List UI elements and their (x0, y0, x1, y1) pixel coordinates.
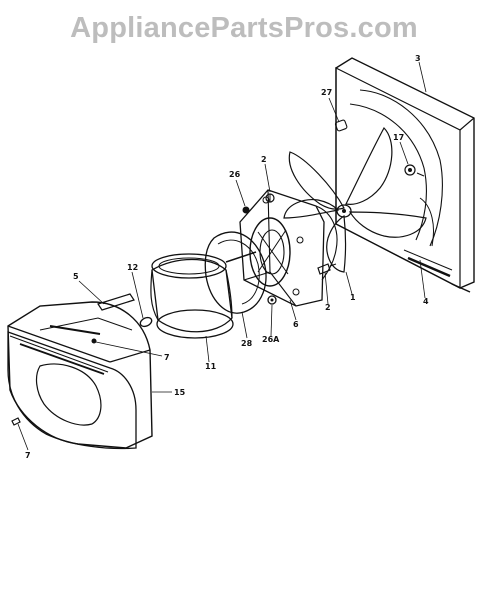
motor-screw-lower-part (317, 263, 337, 275)
callout-12: 12 (127, 263, 138, 272)
callout-4: 4 (423, 297, 429, 306)
motor-screw-upper-part (265, 193, 275, 203)
motor-part (225, 189, 338, 307)
leader-lines (17, 61, 427, 451)
washer-lower-part (267, 295, 277, 305)
callout-7-lower: 7 (25, 451, 31, 460)
callout-1: 1 (350, 293, 356, 302)
callout-5: 5 (73, 272, 79, 281)
mounting-ring-part (204, 231, 267, 314)
callout-11: 11 (205, 362, 217, 371)
housing-shroud-part (335, 57, 475, 293)
callout-labels: 3 27 17 26 2 5 12 7 11 28 26A 6 2 1 4 15… (25, 54, 429, 460)
callout-28: 28 (241, 339, 253, 348)
washer-part (242, 206, 250, 214)
callout-3: 3 (415, 54, 421, 63)
callout-2-upper: 2 (261, 155, 267, 164)
callout-27: 27 (321, 88, 332, 97)
fan-nut-part (404, 164, 425, 177)
blower-wheel-part (150, 253, 234, 339)
callout-2-lower: 2 (325, 303, 331, 312)
housing-screw-part (11, 417, 21, 426)
watermark-text: AppliancePartsPros.com (70, 12, 418, 44)
callout-26: 26 (229, 170, 241, 179)
clip-part (334, 119, 348, 132)
ring-clip-part (139, 316, 153, 328)
callout-15: 15 (174, 388, 186, 397)
blower-housing-part (7, 301, 153, 450)
callout-26a: 26A (262, 335, 280, 344)
callout-7-upper: 7 (164, 353, 170, 362)
callout-6: 6 (293, 320, 299, 329)
callout-17: 17 (393, 133, 404, 142)
rod-part (97, 293, 135, 311)
fan-blade-part (283, 127, 427, 273)
